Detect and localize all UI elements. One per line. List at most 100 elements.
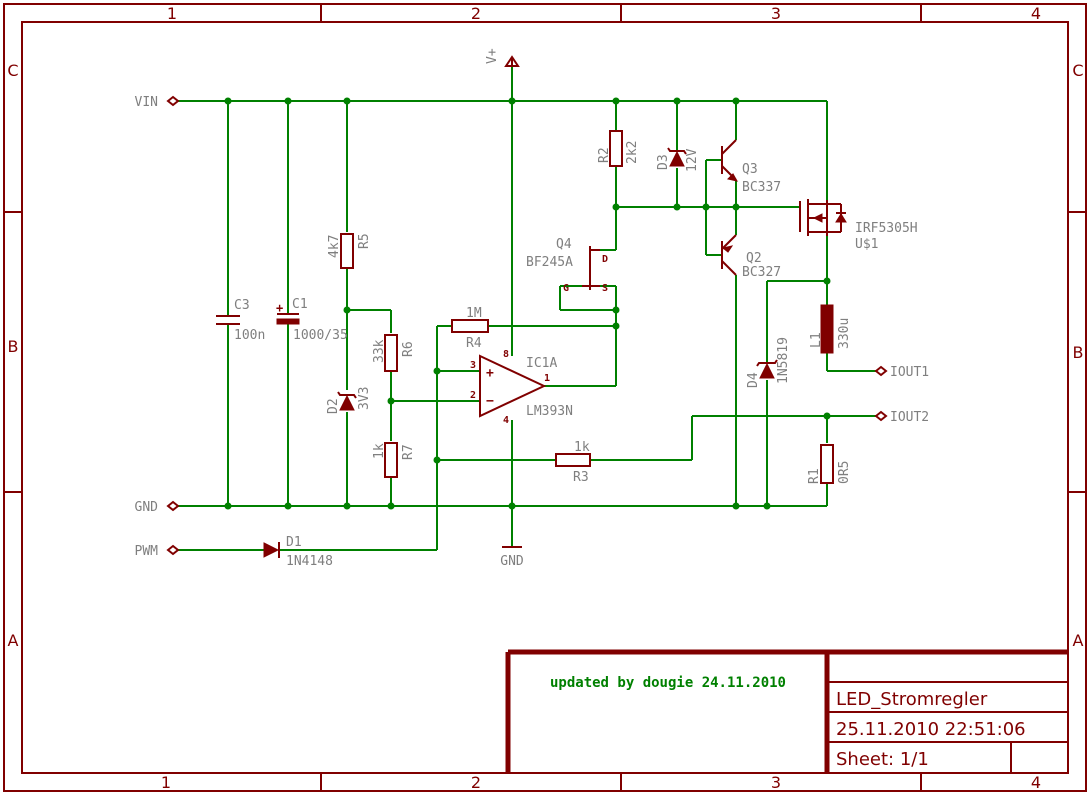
net-label-gnd: GND [135, 500, 159, 515]
capacitor-c3: C3 100n [216, 298, 265, 343]
r3-value: 1k [574, 440, 590, 455]
resistor-r5: 4k7 R5 [327, 233, 372, 269]
q3-name: Q3 [742, 162, 758, 177]
d1-name: D1 [286, 535, 302, 550]
resistor-r3: 1k R3 [555, 440, 591, 485]
sheet-number: Sheet: 1/1 [836, 749, 929, 770]
column-label-4: 4 [1031, 4, 1041, 23]
junctions [224, 97, 831, 510]
c3-name: C3 [234, 298, 250, 313]
q2-value: BC327 [742, 265, 781, 280]
row-label-a: A [8, 631, 19, 650]
drawing-datetime: 25.11.2010 22:51:06 [836, 719, 1026, 740]
column-label-3-bottom: 3 [771, 773, 781, 792]
column-label-4-bottom: 4 [1031, 773, 1041, 792]
net-label-gnd-opamp: GND [500, 554, 524, 569]
c3-value: 100n [234, 328, 265, 343]
q4-pin-s: S [602, 283, 608, 294]
net-label-iout1: IOUT1 [890, 365, 929, 380]
net-label-vplus: V+ [485, 48, 500, 64]
net-label-pwm: PWM [135, 544, 159, 559]
c1-value: 1000/35 [293, 328, 348, 343]
frame-labels: 1 2 3 4 1 2 3 4 C B A C B A [7, 4, 1083, 792]
comparator-ic1a: + − 3 2 1 8 4 IC1A LM393N [470, 349, 573, 426]
title-block: updated by dougie 24.11.2010 LED_Stromre… [505, 649, 1068, 773]
d2-name: D2 [326, 398, 341, 414]
column-label-2-bottom: 2 [471, 773, 481, 792]
r1-name: R1 [807, 468, 822, 484]
port-iout1: IOUT1 [874, 365, 929, 380]
port-pwm: PWM [135, 544, 180, 559]
resistor-r6: 33k R6 [372, 334, 416, 372]
r7-name: R7 [401, 444, 416, 460]
resistor-r1: R1 0R5 [807, 444, 852, 484]
d3-value: 12V [685, 148, 700, 172]
ic1a-pin-2: 2 [470, 390, 476, 401]
q3-value: BC337 [742, 180, 781, 195]
u1-value: IRF5305H [855, 221, 918, 236]
ic1a-pin-1: 1 [544, 373, 550, 384]
port-iout2: IOUT2 [874, 410, 929, 425]
q2-name: Q2 [746, 251, 762, 266]
r4-name: R4 [466, 336, 482, 351]
supply-vplus: V+ [485, 48, 520, 67]
port-gnd: GND [135, 500, 180, 515]
r4-value: 1M [466, 306, 482, 321]
r6-name: R6 [401, 341, 416, 357]
d3-name: D3 [656, 154, 671, 170]
resistor-r7: 1k R7 [372, 442, 416, 478]
schottky-d4: D4 1N5819 [746, 337, 791, 388]
supply-gnd: GND [500, 546, 524, 569]
column-label-2: 2 [471, 4, 481, 23]
inductor-l1: L1 330u [809, 304, 852, 354]
column-label-1: 1 [167, 4, 177, 23]
r3-name: R3 [573, 470, 589, 485]
net-label-iout2: IOUT2 [890, 410, 929, 425]
ic1a-pin-8: 8 [503, 349, 509, 360]
r5-value: 4k7 [327, 235, 342, 258]
transistor-q3: Q3 BC337 [721, 139, 781, 195]
row-label-a-right: A [1073, 631, 1084, 650]
u1-name: U$1 [855, 237, 878, 252]
resistor-r4: 1M R4 [451, 306, 489, 351]
resistor-r2: R2 2k2 [597, 130, 640, 167]
c1-plus-icon: + [276, 301, 283, 315]
r2-value: 2k2 [625, 141, 640, 164]
note-text: updated by dougie 24.11.2010 [550, 675, 786, 691]
d4-name: D4 [746, 372, 761, 388]
ic1a-name: IC1A [526, 356, 557, 371]
row-label-b-right: B [1073, 343, 1084, 362]
jfet-q4: Q4 BF245A D G S [526, 237, 608, 294]
net-label-vin: VIN [135, 95, 158, 110]
q4-pin-g: G [563, 283, 569, 294]
r6-value: 33k [372, 339, 387, 363]
d1-value: 1N4148 [286, 554, 333, 569]
row-label-b: B [8, 337, 19, 356]
l1-value: 330u [837, 318, 852, 349]
ic1a-pin-3: 3 [470, 360, 476, 371]
column-label-3: 3 [771, 4, 781, 23]
drawing-title: LED_Stromregler [836, 689, 988, 710]
capacitor-c1: + C1 1000/35 [276, 297, 348, 343]
row-label-c: C [7, 61, 18, 80]
transistor-q2: Q2 BC327 [721, 234, 781, 280]
d4-value: 1N5819 [776, 337, 791, 384]
c1-name: C1 [292, 297, 308, 312]
r5-name: R5 [357, 233, 372, 249]
q4-name: Q4 [556, 237, 572, 252]
l1-name: L1 [809, 332, 824, 348]
drawing-frame [3, 3, 1087, 792]
r1-value: 0R5 [837, 461, 852, 484]
ic1a-minus-icon: − [486, 394, 494, 409]
row-label-c-right: C [1072, 61, 1083, 80]
q4-pin-d: D [602, 254, 608, 265]
r7-value: 1k [372, 443, 387, 459]
zener-d2: D2 3V3 [326, 387, 372, 414]
port-vin: VIN [135, 95, 180, 110]
zener-d3: D3 12V [656, 147, 700, 172]
q4-value: BF245A [526, 255, 573, 270]
ic1a-value: LM393N [526, 404, 573, 419]
mosfet-u1: IRF5305H U$1 [799, 199, 918, 252]
r2-name: R2 [597, 147, 612, 163]
